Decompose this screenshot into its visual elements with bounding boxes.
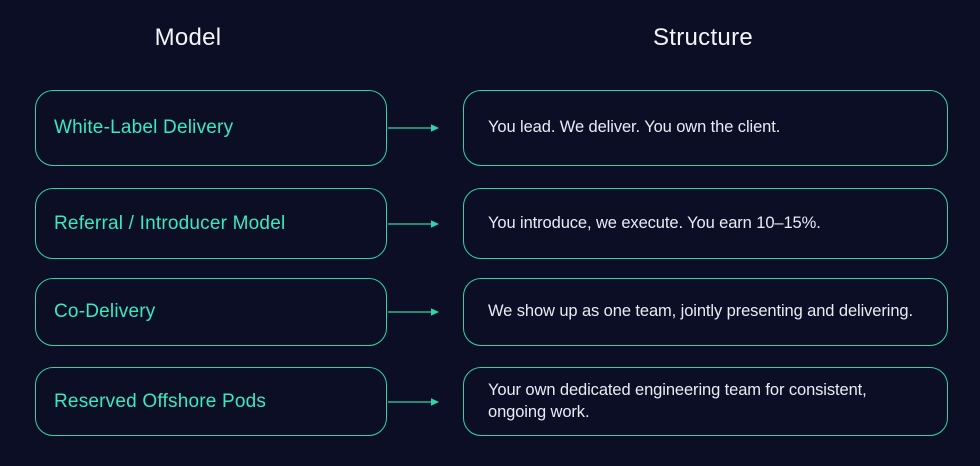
column-header-model: Model	[154, 24, 222, 51]
structure-box: We show up as one team, jointly presenti…	[463, 278, 948, 346]
structure-text: You introduce, we execute. You earn 10–1…	[488, 213, 821, 232]
arrow-right-icon	[388, 308, 439, 316]
structure-box: You lead. We deliver. You own the client…	[463, 90, 948, 166]
model-label: Reserved Offshore Pods	[54, 390, 267, 412]
diagram-row: Co-Delivery We show up as one team, join…	[35, 278, 948, 346]
model-label: Co-Delivery	[54, 301, 156, 322]
model-box-reserved-offshore-pods: Reserved Offshore Pods	[35, 367, 387, 436]
structure-text: You lead. We deliver. You own the client…	[488, 118, 781, 137]
diagram-row: White-Label Delivery You lead. We delive…	[35, 90, 948, 166]
diagram-row: Reserved Offshore Pods Your own dedicate…	[35, 367, 948, 436]
arrow-right-icon	[388, 124, 439, 132]
structure-text: We show up as one team, jointly presenti…	[488, 302, 913, 321]
column-header-structure: Structure	[652, 24, 754, 51]
structure-box: You introduce, we execute. You earn 10–1…	[463, 188, 948, 259]
model-label: White-Label Delivery	[54, 117, 234, 138]
arrow-right-icon	[388, 397, 439, 406]
model-box-referral-introducer: Referral / Introducer Model	[35, 188, 387, 259]
arrow-right-icon	[388, 219, 439, 228]
model-label: Referral / Introducer Model	[54, 212, 286, 234]
model-box-white-label-delivery: White-Label Delivery	[35, 90, 387, 166]
model-box-co-delivery: Co-Delivery	[35, 278, 387, 346]
structure-text: Your own dedicated engineering team for …	[488, 381, 867, 421]
structure-box: Your own dedicated engineering team for …	[463, 367, 948, 436]
diagram-row: Referral / Introducer Model You introduc…	[35, 188, 948, 259]
